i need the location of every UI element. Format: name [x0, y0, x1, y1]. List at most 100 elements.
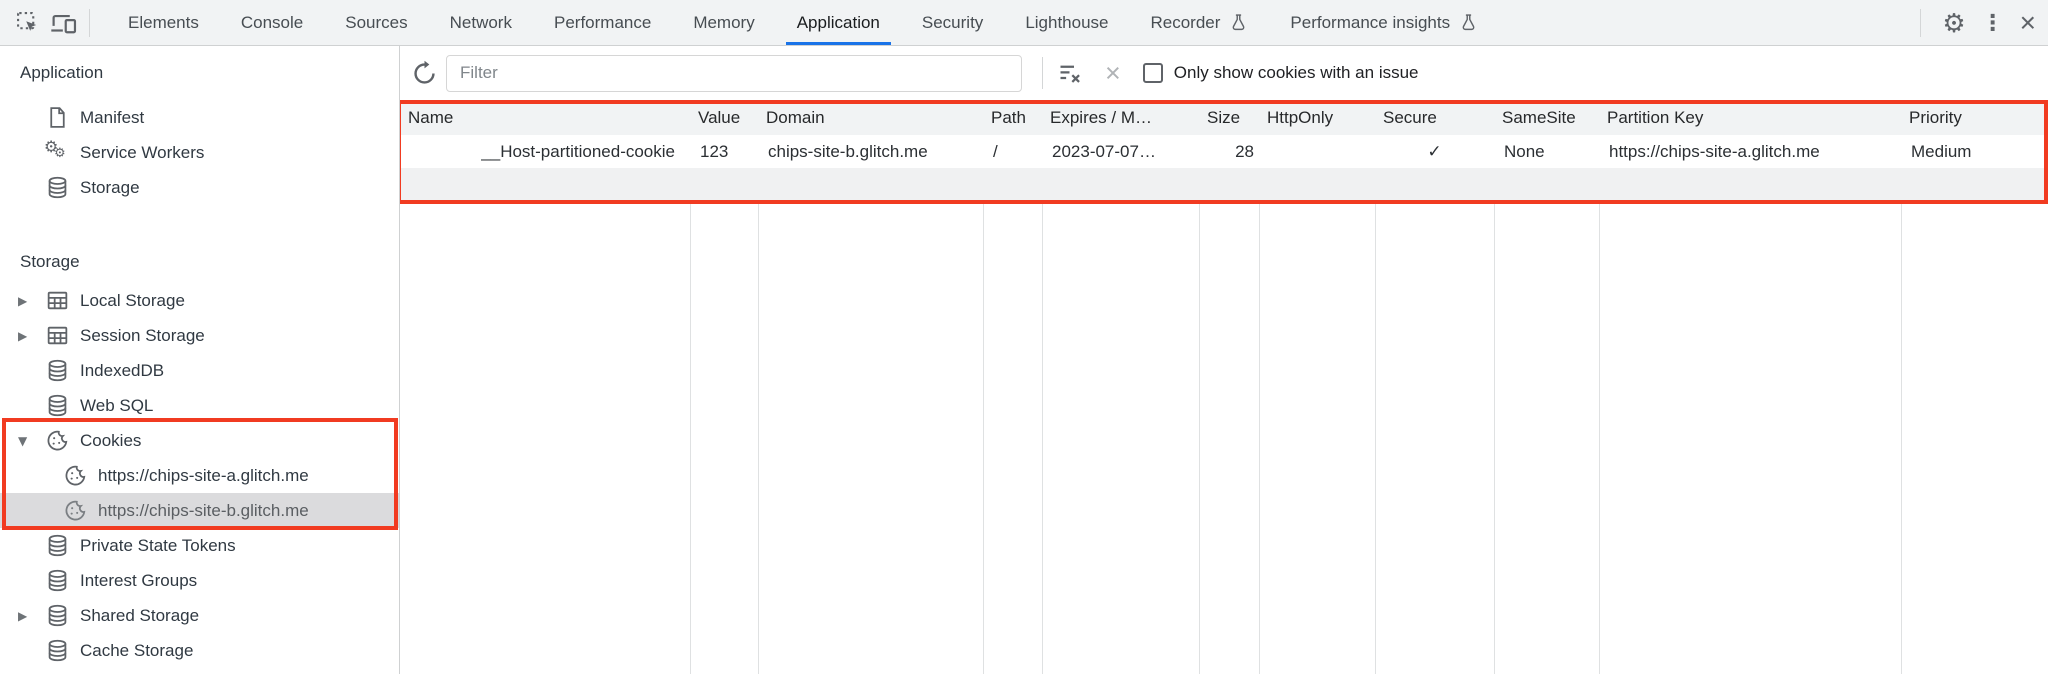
filter-input[interactable]: [446, 54, 1022, 92]
table-icon: [42, 323, 72, 348]
sidebar-item-session-storage[interactable]: ▶Session Storage: [0, 318, 399, 353]
empty-table-row: [400, 168, 2048, 201]
column-header-name[interactable]: Name: [408, 107, 454, 127]
sidebar-item-label: IndexedDB: [80, 360, 165, 380]
column-header-partition-key[interactable]: Partition Key: [1607, 107, 1704, 127]
column-divider: [983, 100, 984, 674]
cell-http_only[interactable]: [1259, 135, 1375, 168]
cell-size[interactable]: 28: [1235, 141, 1254, 161]
tab-elements[interactable]: Elements: [107, 0, 220, 45]
tab-label: Network: [449, 12, 512, 32]
delete-icon[interactable]: ×: [1105, 57, 1121, 88]
experiment-flask-icon: [1229, 11, 1248, 34]
tab-application[interactable]: Application: [776, 0, 901, 45]
cell-domain[interactable]: chips-site-b.glitch.me: [768, 141, 928, 161]
tab-memory[interactable]: Memory: [672, 0, 775, 45]
inspect-element-icon[interactable]: [10, 5, 46, 41]
column-divider: [1259, 100, 1260, 674]
sidebar-item-web-sql[interactable]: Web SQL: [0, 388, 399, 423]
database-icon: [42, 393, 72, 418]
cell-partition_key[interactable]: https://chips-site-a.glitch.me: [1609, 141, 1820, 161]
tabbar-right-controls: ⚙ ⋮ ×: [1913, 0, 2048, 45]
settings-gear-icon[interactable]: ⚙: [1942, 7, 1966, 38]
database-icon: [42, 533, 72, 558]
expander-down-icon[interactable]: ▼: [18, 433, 28, 448]
column-header-httponly[interactable]: HttpOnly: [1267, 107, 1334, 127]
tab-sources[interactable]: Sources: [324, 0, 428, 45]
sidebar-item-storage[interactable]: Storage: [0, 170, 399, 205]
close-icon[interactable]: ×: [2019, 6, 2036, 38]
sidebar-item-label: Local Storage: [80, 290, 185, 310]
column-header-expires-m[interactable]: Expires / M…: [1050, 107, 1153, 127]
expander-right-icon[interactable]: ▶: [18, 608, 28, 623]
cell-expires[interactable]: 2023-07-07…: [1052, 141, 1156, 161]
file-icon: [42, 105, 72, 130]
tab-performance[interactable]: Performance: [533, 0, 672, 45]
tab-security[interactable]: Security: [901, 0, 1004, 45]
column-header-path[interactable]: Path: [991, 107, 1026, 127]
toolbar-divider: [1042, 57, 1043, 89]
tab-recorder[interactable]: Recorder: [1130, 0, 1270, 45]
column-header-domain[interactable]: Domain: [766, 107, 825, 127]
sidebar-item-interest-groups[interactable]: Interest Groups: [0, 563, 399, 598]
cookie-icon: [60, 498, 90, 523]
gears-icon: ⚙⚙: [44, 136, 66, 161]
tab-label: Security: [921, 12, 984, 32]
issues-only-label: Only show cookies with an issue: [1173, 63, 1419, 82]
expander-right-icon[interactable]: ▶: [18, 328, 28, 343]
tabbar-left-icons: [0, 0, 97, 45]
sidebar-item-local-storage[interactable]: ▶ Local Storage: [0, 283, 399, 318]
more-options-kebab-icon[interactable]: ⋮: [1981, 9, 2004, 35]
sidebar-item-label: Cache Storage: [80, 640, 194, 660]
column-header-secure[interactable]: Secure: [1383, 107, 1437, 127]
cell-value[interactable]: 123: [700, 141, 729, 161]
cell-name[interactable]: __Host-partitioned-cookie: [481, 141, 675, 161]
database-icon: [42, 175, 72, 200]
tab-label: Recorder: [1150, 12, 1221, 32]
cookie-row[interactable]: __Host-partitioned-cookie 123 chips-site-b…: [400, 135, 2048, 168]
clear-filter-icon[interactable]: [1056, 60, 1083, 87]
tab-lighthouse[interactable]: Lighthouse: [1004, 0, 1129, 45]
sidebar-item-cache-storage[interactable]: Cache Storage: [0, 633, 399, 668]
devtools-tabbar: Elements Console Sources Network Performance…: [0, 0, 2048, 46]
sidebar-item-manifest[interactable]: Manifest: [0, 100, 399, 135]
device-toolbar-icon[interactable]: [46, 5, 82, 41]
cell-secure[interactable]: ✓: [1427, 141, 1442, 161]
table-icon: [42, 288, 72, 313]
sidebar-item-service-workers[interactable]: ⚙⚙Service Workers: [0, 135, 399, 170]
tab-console[interactable]: Console: [220, 0, 324, 45]
tab-label: Performance insights: [1290, 12, 1451, 32]
cell-priority[interactable]: Medium: [1911, 141, 1972, 161]
cell-path[interactable]: /: [993, 141, 998, 161]
sidebar-item-label: Web SQL: [80, 395, 154, 415]
cookies-table: Name Value Domain Path Expires / M… Size HttpO…: [400, 100, 2048, 674]
column-header-priority[interactable]: Priority: [1909, 107, 1962, 127]
cookie-icon: [60, 463, 90, 488]
sidebar-item-cookies[interactable]: ▼Cookies: [0, 423, 399, 458]
tab-label: Memory: [693, 12, 755, 32]
tab-label: Elements: [128, 12, 199, 32]
column-header-value[interactable]: Value: [698, 107, 741, 127]
tab-label: Console: [240, 12, 304, 32]
column-header-size[interactable]: Size: [1207, 107, 1241, 127]
sidebar-item-label: Manifest: [80, 107, 145, 127]
refresh-icon[interactable]: [408, 57, 440, 89]
toolbar-divider: [89, 8, 90, 37]
cell-same_site[interactable]: None: [1504, 141, 1545, 161]
sidebar-item-indexeddb[interactable]: IndexedDB: [0, 353, 399, 388]
tab-network[interactable]: Network: [429, 0, 533, 45]
sidebar-item-https-chips-site-a-glitch-me[interactable]: https://chips-site-a.glitch.me: [0, 458, 399, 493]
tab-performance-insights[interactable]: Performance insights: [1269, 0, 1499, 45]
column-divider: [1375, 100, 1376, 674]
issues-only-checkbox[interactable]: [1142, 63, 1163, 83]
sidebar-item-https-chips-site-b-glitch-me[interactable]: https://chips-site-b.glitch.me: [0, 493, 399, 528]
sidebar-item-private-state-tokens[interactable]: Private State Tokens: [0, 528, 399, 563]
column-divider: [1199, 100, 1200, 674]
column-header-samesite[interactable]: SameSite: [1502, 107, 1576, 127]
column-divider: [758, 100, 759, 674]
expander-right-icon[interactable]: ▶: [18, 293, 28, 308]
sidebar-item-shared-storage[interactable]: ▶Shared Storage: [0, 598, 399, 633]
